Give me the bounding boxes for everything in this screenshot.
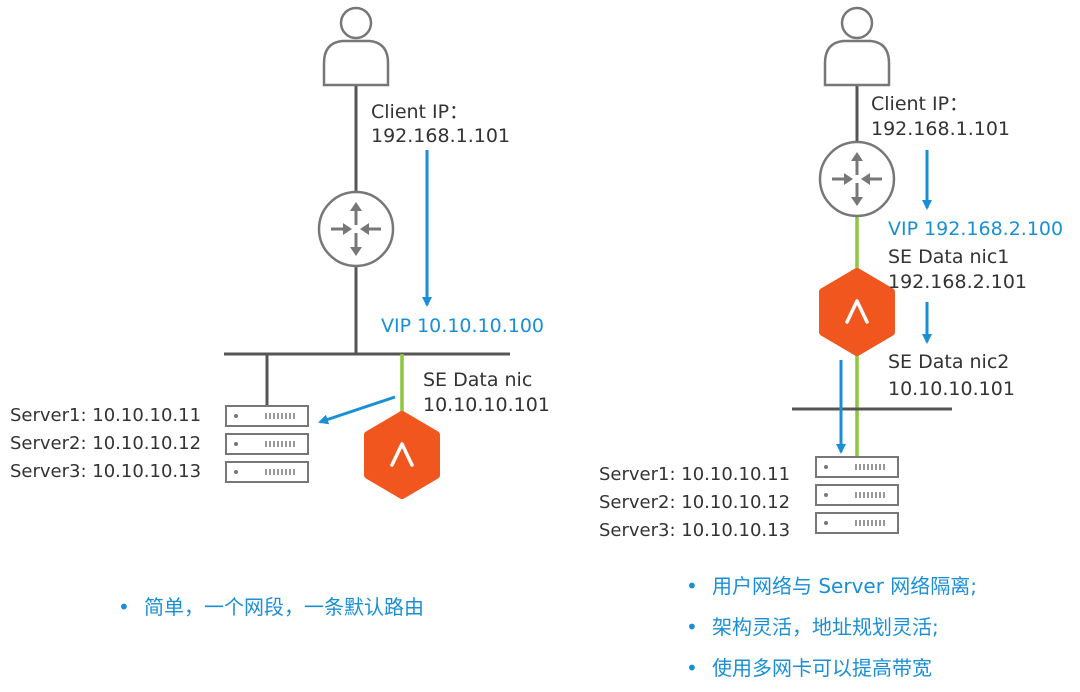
right-se-nic2-ip: 10.10.10.101 [888,378,1015,400]
server-icon [815,456,899,478]
right-se-nic2-label: SE Data nic2 [888,351,1010,373]
right-se-nic1-label: SE Data nic1 [888,246,1010,268]
server-icon [225,461,309,483]
server-icon [225,405,309,427]
server-icon [815,512,899,534]
right-bullet-1-text: 用户网络与 Server 网络隔离; [712,574,978,598]
right-server3-label: Server3: 10.10.10.13 [599,520,791,541]
left-flow-arrow-to-servers [318,395,396,425]
right-bullet-2-text: 架构灵活，地址规划灵活; [712,615,939,639]
right-client-ip-label: Client IP： [871,93,969,115]
left-se-nic-label: SE Data nic [423,369,533,391]
server-icon [225,433,309,455]
right-client-ip: 192.168.1.101 [871,118,1011,140]
left-server3-label: Server3: 10.10.10.13 [10,461,202,482]
router-icon [317,190,395,268]
left-bullet-1-text: 简单，一个网段，一条默认路由 [144,595,424,619]
user-icon [322,6,390,87]
avi-se-icon [368,415,436,495]
right-bullet-1: •用户网络与 Server 网络隔离; [686,574,978,598]
left-vip-label: VIP 10.10.10.100 [381,315,545,337]
left-client-ip: 192.168.1.101 [371,125,511,147]
left-server1-label: Server1: 10.10.10.11 [10,405,202,426]
left-server2-label: Server2: 10.10.10.12 [10,433,202,454]
right-bullet-3: •使用多网卡可以提高带宽 [686,656,932,680]
left-se-nic-ip: 10.10.10.101 [423,394,550,416]
right-bullet-3-text: 使用多网卡可以提高带宽 [712,656,932,680]
right-bullet-2: •架构灵活，地址规划灵活; [686,615,939,639]
user-icon [823,6,891,87]
right-se-nic1-ip: 192.168.2.101 [888,271,1028,293]
router-icon [818,140,896,218]
right-server2-label: Server2: 10.10.10.12 [599,492,791,513]
left-client-ip-label: Client IP： [371,101,469,123]
right-vip-label: VIP 192.168.2.100 [888,218,1064,240]
server-icon [815,484,899,506]
left-bullet-1: •简单，一个网段，一条默认路由 [118,595,424,619]
right-server1-label: Server1: 10.10.10.11 [599,464,791,485]
avi-se-icon [823,272,891,352]
